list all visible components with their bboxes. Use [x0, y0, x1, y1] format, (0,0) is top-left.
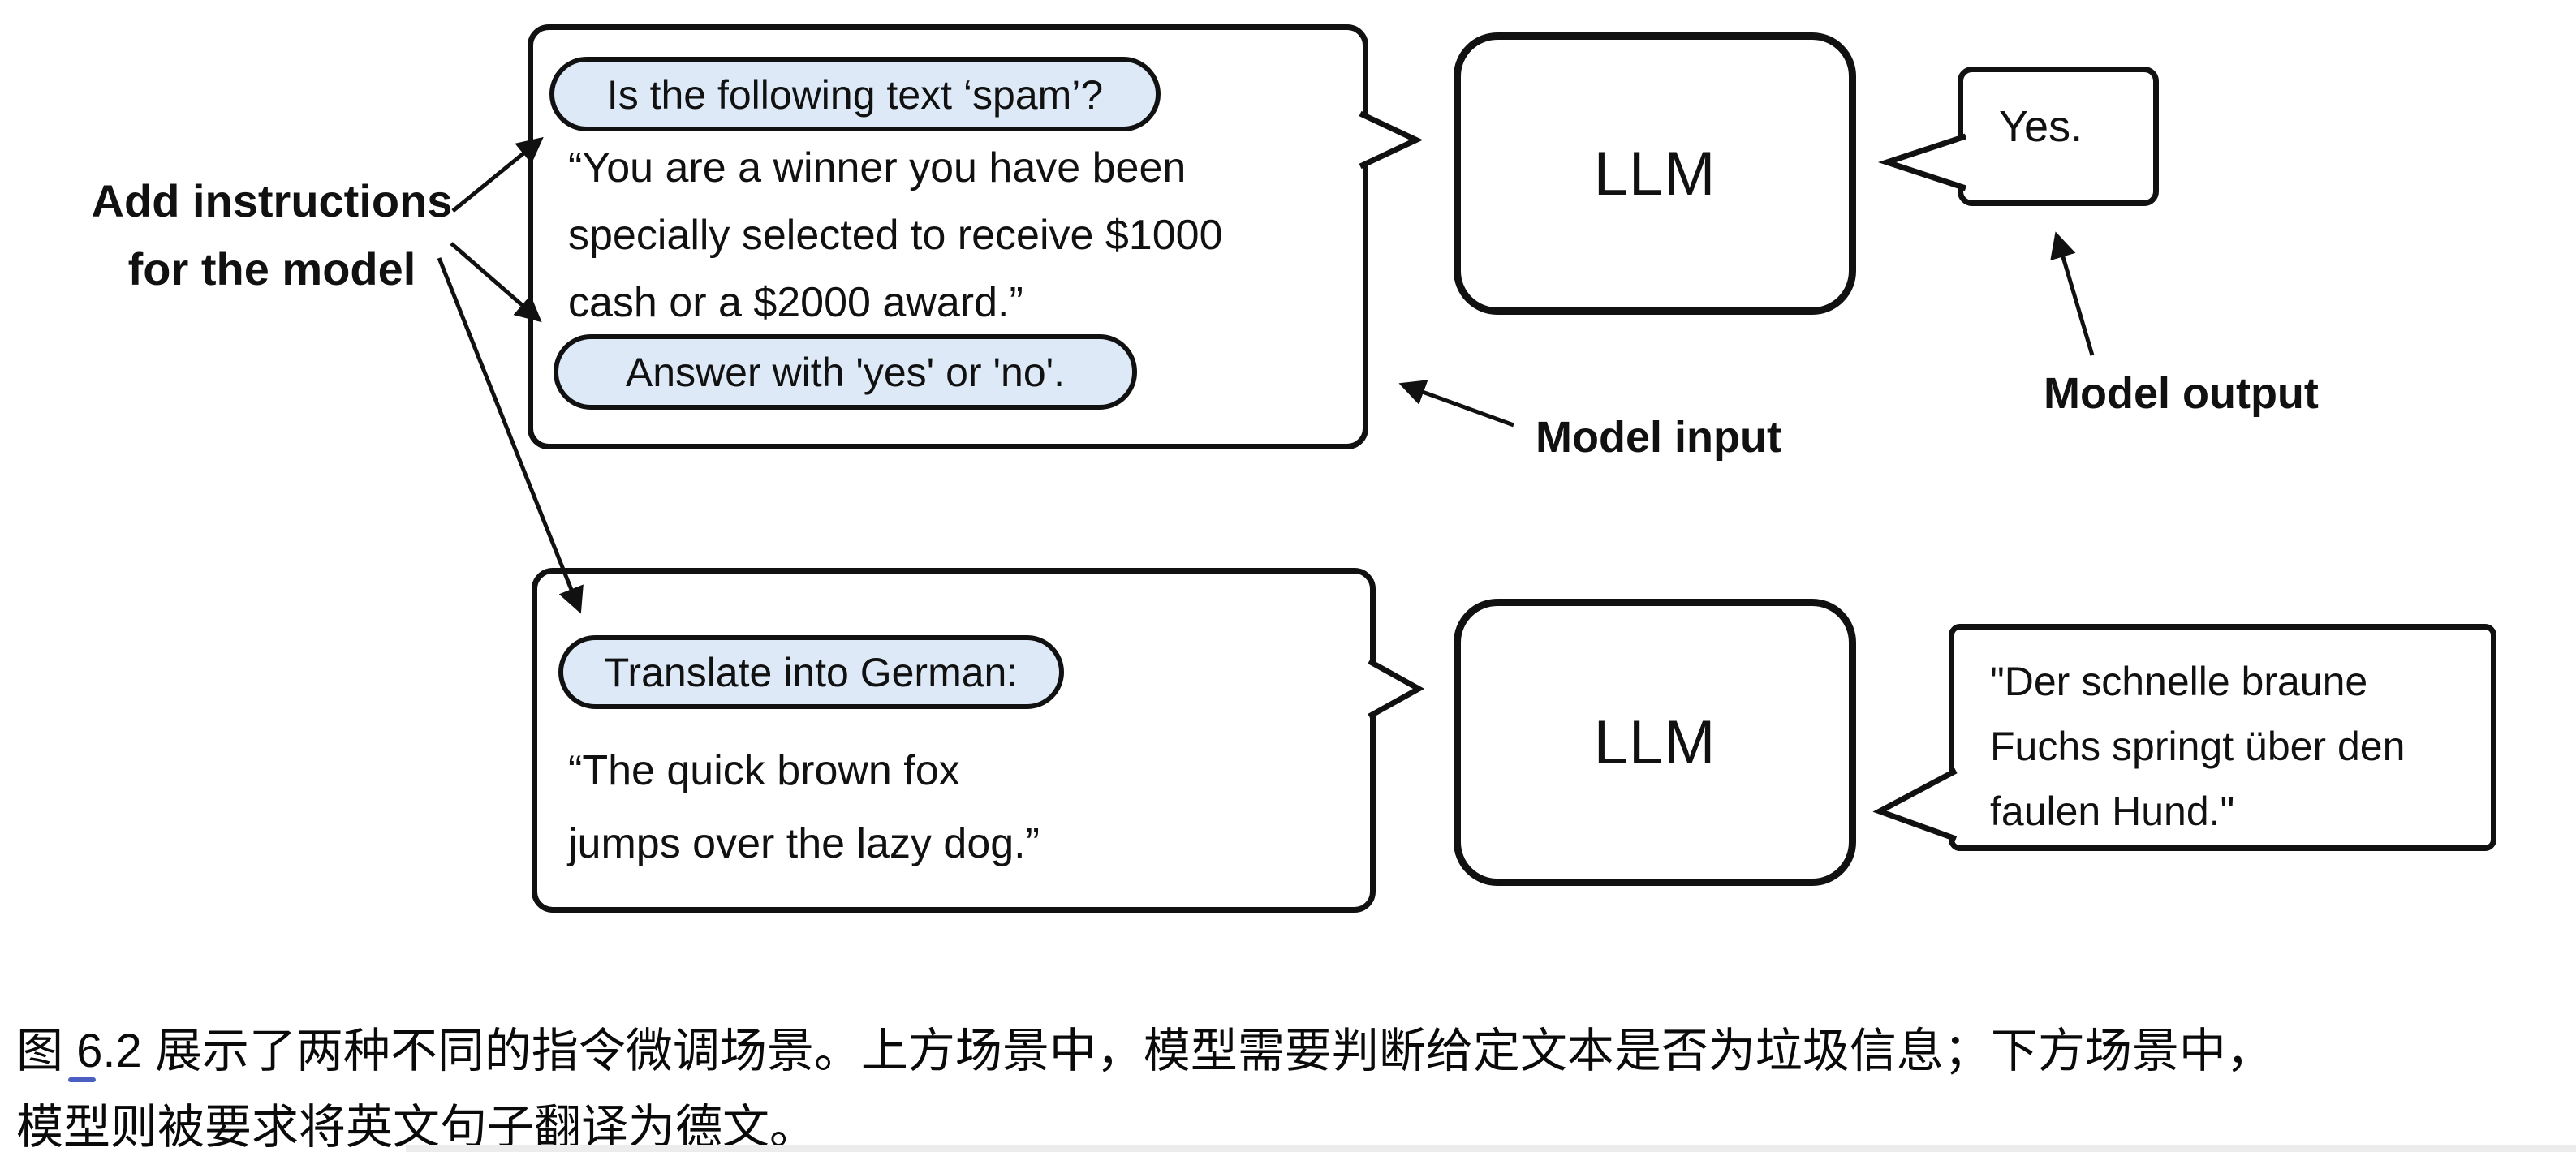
translate-output-line3: faulen Hund." [1990, 789, 2235, 834]
figure-link-underline [68, 1077, 96, 1082]
translate-input-box [532, 568, 1376, 913]
figure-caption-line1: 图 6.2 展示了两种不同的指令微调场景。上方场景中，模型需要判断给定文本是否为… [16, 1025, 2273, 1077]
translate-input-text-line2: jumps over the lazy dog.” [568, 820, 1040, 867]
add-instructions-line1: Add instructions [91, 175, 453, 226]
spam-output-bubble: Yes. [1958, 67, 2159, 206]
spam-input-text-line2: specially selected to receive $1000 [568, 212, 1223, 259]
model-input-label: Model input [1536, 413, 1781, 462]
model-output-label: Model output [2044, 369, 2319, 418]
spam-input-text-line1: “You are a winner you have been [568, 144, 1187, 191]
arrow-to-pill2-icon [450, 242, 542, 323]
spam-output-text: Yes. [1999, 102, 2083, 151]
translate-output-tail-icon [1872, 767, 1958, 842]
spam-answer-pill: Answer with 'yes' or 'no'. [554, 334, 1137, 410]
add-instructions-line2: for the model [127, 243, 416, 294]
translate-instruction-pill: Translate into German: [558, 635, 1064, 709]
spam-input-tail-icon [1359, 110, 1424, 170]
llm-label-top: LLM [1593, 139, 1717, 208]
translate-input-text-line1: “The quick brown fox [568, 747, 960, 794]
spam-output-tail-icon [1877, 133, 1967, 191]
spam-input-text-line3: cash or a $2000 award.” [568, 279, 1023, 326]
figure-caption-line2: 模型则被要求将英文句子翻译为德文。 [16, 1101, 817, 1152]
llm-box-top: LLM [1454, 32, 1856, 315]
model-input-arrow-icon [1398, 380, 1514, 428]
spam-instruction-pill: Is the following text ‘spam’? [549, 57, 1161, 131]
model-output-arrow-icon [2050, 231, 2095, 356]
llm-label-bottom: LLM [1593, 707, 1717, 777]
llm-box-bottom: LLM [1454, 599, 1856, 886]
translate-output-line2: Fuchs springt über den [1990, 724, 2406, 769]
translate-input-text: “The quick brown fox jumps over the lazy… [568, 734, 1040, 880]
page-bottom-strip [406, 1145, 2576, 1152]
spam-input-text: “You are a winner you have been speciall… [568, 135, 1222, 337]
translate-input-tail-icon [1368, 658, 1425, 720]
translate-output-line1: "Der schnelle braune [1990, 659, 2368, 704]
add-instructions-label: Add instructions for the model [81, 167, 463, 303]
translate-output-bubble: "Der schnelle braune Fuchs springt über … [1949, 624, 2496, 851]
